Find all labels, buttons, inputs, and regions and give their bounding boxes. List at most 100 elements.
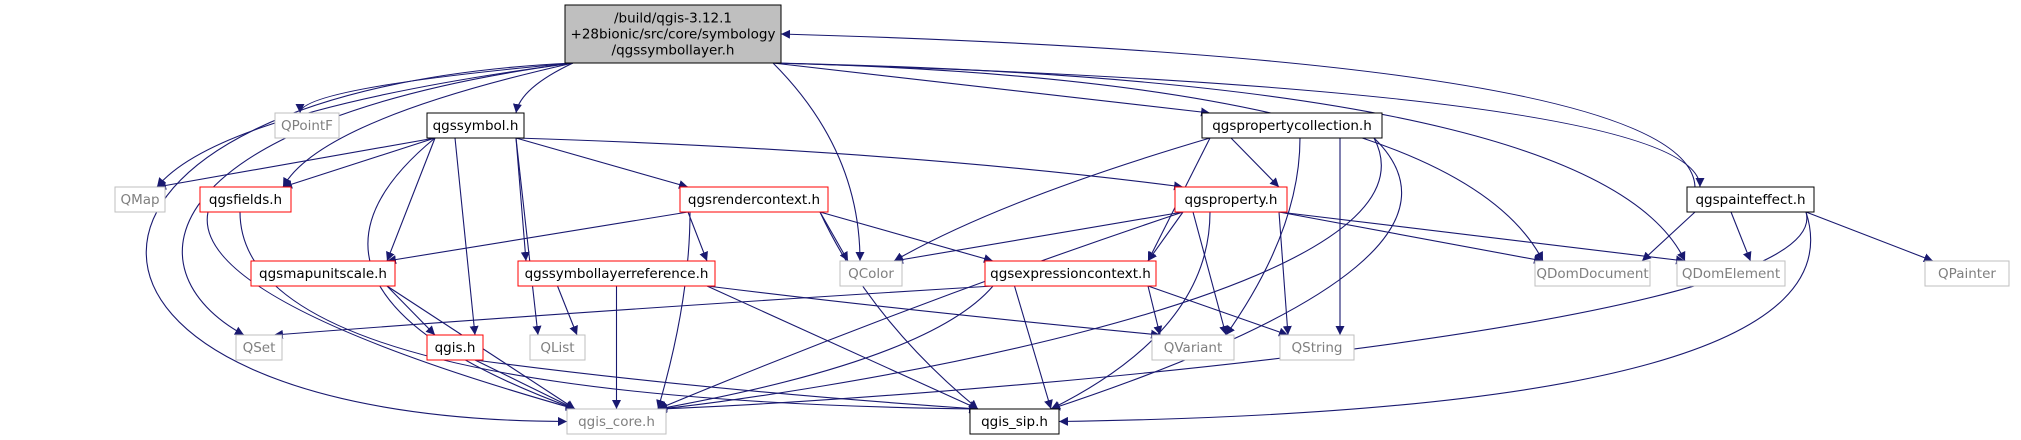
node-label-qgsfields: qgsfields.h: [209, 192, 282, 208]
node-qgspointf: QPointF: [274, 112, 340, 139]
edge-qgssymbol-to-qgsrendercontext: [515, 137, 689, 189]
edge-qgis-to-qgissip: [474, 359, 979, 413]
edge-qgsrendercontext-to-qgissip: [819, 211, 979, 410]
edge-qgspropcoll-to-qgissip: [1050, 137, 1403, 411]
node-box-qdomdocument: [1534, 260, 1651, 287]
edge-root-to-qgspointf: [295, 62, 574, 114]
node-qcolor: QColor: [839, 260, 903, 287]
node-label-qgspainteffect: qgspainteffect.h: [1695, 192, 1805, 208]
node-qgsfields[interactable]: qgsfields.h: [199, 186, 292, 213]
node-qgssymlayerref[interactable]: qgssymbollayerreference.h: [517, 260, 716, 287]
node-qdomdocument: QDomDocument: [1534, 260, 1651, 287]
node-qgsexprctx[interactable]: qgsexpressioncontext.h: [984, 260, 1157, 287]
edge-qgspainteffect-to-root: [780, 29, 1696, 188]
node-qgssymbol[interactable]: qgssymbol.h: [426, 112, 525, 139]
edge-qgspropcoll-to-qvariant: [1225, 137, 1301, 336]
node-label-qgspointf: QPointF: [281, 118, 333, 134]
node-label-qgsproperty: qgsproperty.h: [1185, 192, 1278, 208]
node-label-qvariant: QVariant: [1164, 340, 1223, 356]
edge-qgssymbol-to-qgssymlayerref: [515, 137, 530, 262]
edge-qgssymbol-to-qgsfields: [282, 137, 436, 189]
node-box-qgsmapunitscale: [250, 260, 396, 287]
node-box-qset: [235, 334, 283, 361]
edge-root-to-qgiscore: [145, 62, 574, 426]
node-label-qgsrendercontext: qgsrendercontext.h: [688, 192, 820, 208]
node-label-qgssymlayerref: qgssymbollayerreference.h: [525, 266, 709, 282]
node-box-qdomelement: [1676, 260, 1786, 287]
edge-qgspainteffect-to-qpainter: [1805, 211, 1934, 262]
node-qgspainteffect[interactable]: qgspainteffect.h: [1686, 186, 1815, 213]
node-label-qset: QSet: [243, 340, 276, 356]
node-box-qgissip: [969, 408, 1060, 435]
node-box-qgsexprctx: [984, 260, 1157, 287]
node-label-root: /build/qgis-3.12.1: [614, 11, 732, 27]
node-qgsmapunitscale[interactable]: qgsmapunitscale.h: [250, 260, 396, 287]
edge-root-to-qcolor: [772, 62, 865, 262]
node-label-qdomelement: QDomElement: [1682, 266, 1780, 282]
edge-qgsmapunitscale-to-qgis: [386, 285, 436, 336]
edge-qgspainteffect-to-qgissip: [1058, 211, 1812, 426]
edge-qgsexprctx-to-qgissip: [1013, 285, 1053, 410]
edge-qgspainteffect-to-qdomelement: [1730, 211, 1752, 262]
node-label-root: +28bionic/src/core/symbology: [571, 27, 776, 43]
edge-qgsrendercontext-to-qgsexprctx: [819, 211, 994, 263]
edge-qgsproperty-to-qstring: [1278, 211, 1292, 336]
node-box-qgiscore: [566, 408, 667, 435]
node-qgspropcoll[interactable]: qgspropertycollection.h: [1201, 112, 1383, 139]
node-qmap: QMap: [114, 186, 166, 213]
node-box-qgsproperty: [1174, 186, 1288, 213]
node-qgsproperty[interactable]: qgsproperty.h: [1174, 186, 1288, 213]
node-label-qdomdocument: QDomDocument: [1536, 266, 1648, 282]
node-label-qgspropcoll: qgspropertycollection.h: [1212, 118, 1372, 134]
edge-qgspropcoll-to-qgsproperty: [1230, 137, 1280, 188]
node-box-qpainter: [1924, 260, 2010, 287]
node-qset: QSet: [235, 334, 283, 361]
edge-qgssymlayerref-to-qvariant: [706, 285, 1161, 339]
edge-qgsproperty-to-qcolor: [893, 211, 1184, 264]
edge-qgssymbol-to-qgsproperty: [515, 137, 1184, 191]
node-qgsrendercontext[interactable]: qgsrendercontext.h: [679, 186, 829, 213]
edge-qgsfields-to-qgiscore: [206, 211, 576, 411]
edge-qgsrendercontext-to-qgsmapunitscale: [386, 211, 689, 264]
edge-root-to-qgssymbol: [512, 62, 574, 114]
node-label-root: /qgssymbollayer.h: [612, 43, 735, 59]
node-box-qgspainteffect: [1686, 186, 1815, 213]
node-box-qstring: [1279, 334, 1355, 361]
edge-qgsproperty-to-qdomelement: [1278, 211, 1686, 265]
edge-qgsrendercontext-to-qcolor: [819, 211, 849, 262]
edge-qgsexprctx-to-qgiscore: [657, 285, 994, 412]
edge-qgsproperty-to-qdomdocument: [1278, 211, 1544, 264]
node-qvariant: QVariant: [1151, 334, 1235, 361]
node-label-qstring: QString: [1292, 340, 1343, 356]
edge-qgsproperty-to-qgsexprctx: [1147, 211, 1184, 262]
edge-qgsexprctx-to-qvariant: [1147, 285, 1163, 336]
node-box-qgsrendercontext: [679, 186, 829, 213]
node-label-qgssymbol: qgssymbol.h: [433, 118, 519, 134]
node-label-qmap: QMap: [120, 192, 159, 208]
edge-qgssymbol-to-qgis: [454, 137, 479, 336]
edge-qgssymlayerref-to-qlist: [556, 285, 578, 336]
node-box-qmap: [114, 186, 166, 213]
edge-qgspainteffect-to-qgiscore: [657, 211, 1808, 414]
node-label-qcolor: QColor: [848, 266, 894, 282]
edge-qgis-to-qgiscore: [474, 359, 576, 410]
dependency-nodes: /build/qgis-3.12.1+28bionic/src/core/sym…: [114, 4, 2010, 435]
edge-qgsproperty-to-qgiscore: [657, 211, 1184, 410]
node-root[interactable]: /build/qgis-3.12.1+28bionic/src/core/sym…: [564, 4, 782, 64]
edge-qgsexprctx-to-qset: [273, 285, 994, 339]
edge-qgsrendercontext-to-qgssymlayerref: [687, 211, 708, 262]
node-box-qgis: [426, 334, 484, 361]
node-box-qgssymbol: [426, 112, 525, 139]
node-qgissip[interactable]: qgis_sip.h: [969, 408, 1060, 435]
edge-qgssymlayerref-to-qgissip: [706, 285, 979, 410]
node-qgis[interactable]: qgis.h: [426, 334, 484, 361]
node-qstring: QString: [1279, 334, 1355, 361]
node-box-qlist: [529, 334, 586, 361]
edge-qgssymbol-to-qmap: [156, 137, 436, 190]
edge-root-to-qdomelement: [772, 62, 1686, 262]
edge-root-to-qgspainteffect: [772, 62, 1705, 188]
node-box-root: [564, 4, 782, 64]
node-label-qgiscore: qgis_core.h: [578, 414, 655, 430]
edge-qgspropcoll-to-qcolor: [893, 137, 1211, 262]
node-box-qgsfields: [199, 186, 292, 213]
